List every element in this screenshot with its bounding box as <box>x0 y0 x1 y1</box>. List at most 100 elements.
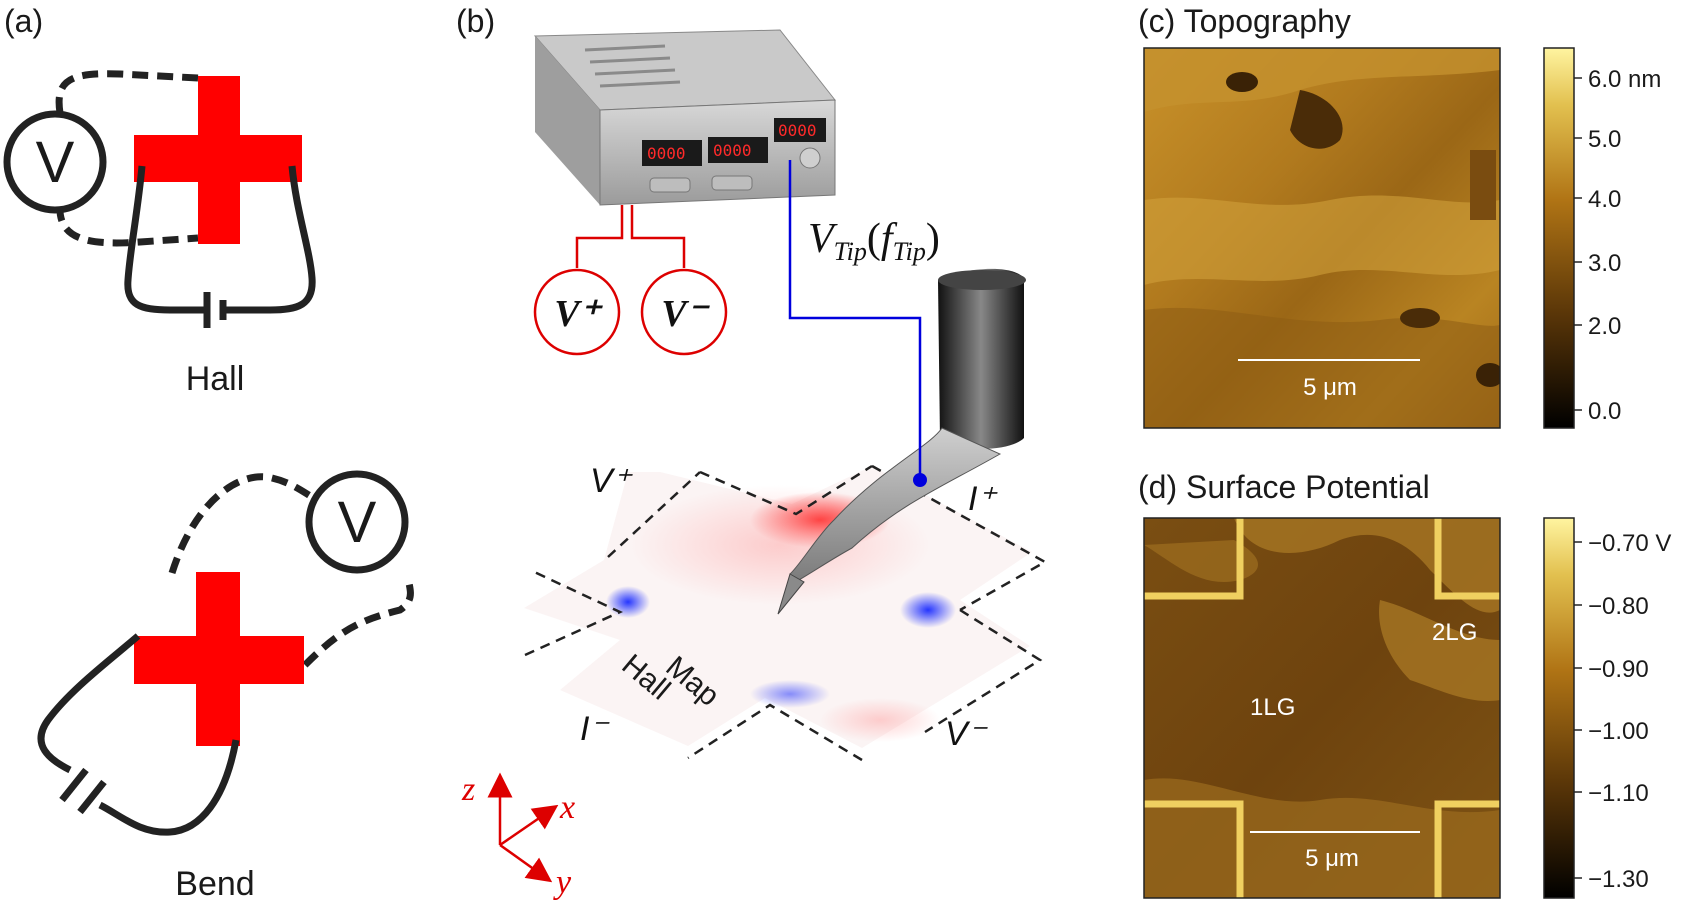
svg-text:VTip(fTip): VTip(fTip) <box>808 216 940 266</box>
topo-pit-2 <box>1290 90 1343 149</box>
tip-apex <box>777 573 805 615</box>
panel-d-label: (d) <box>1138 469 1177 505</box>
hall-diagram: V Hall <box>3 70 316 398</box>
hall-cross <box>134 76 302 244</box>
v-plus-terminal <box>533 268 621 356</box>
tip-frequency-subscript: Tip <box>893 237 926 266</box>
cold-spot-bottom <box>750 680 830 708</box>
topo-tick-3: 3.0 <box>1588 250 1621 277</box>
edge-top <box>699 464 873 516</box>
topo-terrace-2 <box>1144 195 1500 285</box>
bend-battery-plate-a <box>59 767 89 803</box>
topo-tick-4: 2.0 <box>1588 313 1621 340</box>
topo-tick-1: 5.0 <box>1588 126 1621 153</box>
panel-d: (d) Surface Potential 5 μm 1LG 2LG −0.7 <box>1138 469 1671 899</box>
edge-left <box>524 568 623 657</box>
bend-voltmeter-symbol: V <box>338 490 377 555</box>
pot-tick-0: −0.70 V <box>1588 530 1671 557</box>
region-1lg-label: 1LG <box>1250 694 1295 721</box>
topo-terrace-3 <box>1144 307 1500 428</box>
panel-c-title: (c) Topography <box>1138 3 1351 39</box>
electrode-bottom-right <box>1434 800 1500 898</box>
pot-tick-2: −0.90 <box>1588 656 1649 683</box>
potential-2lg-region-bottom <box>1144 778 1500 898</box>
instrument-vent-1 <box>584 44 666 52</box>
instrument-display-3-text: 0000 <box>778 121 817 140</box>
hall-voltmeter-symbol: V <box>36 130 75 195</box>
instrument-display-3 <box>774 118 826 142</box>
tip-voltage-subscript: Tip <box>834 237 867 266</box>
bend-dashed-lead-top <box>168 473 321 575</box>
hall-wire-left <box>124 165 205 314</box>
panel-c-label: (c) <box>1138 3 1175 39</box>
tip-voltage-symbol: V <box>808 216 838 262</box>
v-minus-terminal <box>640 268 728 356</box>
topography-scale-label: 5 μm <box>1303 374 1357 401</box>
hall-voltmeter <box>3 110 107 214</box>
topo-feature <box>1470 150 1496 220</box>
pink-wash-2 <box>820 698 940 742</box>
topo-pit-4 <box>1476 363 1500 387</box>
panel-c-title-text: Topography <box>1184 3 1351 39</box>
potential-2lg-region-right <box>1379 600 1500 701</box>
edge-right-bottom <box>924 608 1043 734</box>
bend-caption: Bend <box>175 865 254 903</box>
device-terminal-i-plus: I⁺ <box>968 480 998 518</box>
panel-a-label: (a) <box>4 3 43 39</box>
hall-caption: Hall <box>186 360 245 398</box>
lock-in-instrument: 0000 0000 0000 <box>533 29 836 206</box>
electrode-top-left <box>1144 518 1244 600</box>
bend-dashed-lead-right <box>302 577 414 668</box>
instrument-button-1 <box>649 177 691 193</box>
bend-diagram: V Bend <box>37 470 414 903</box>
v-plus-terminal-label: V⁺ <box>554 293 603 335</box>
v-plus-lead <box>575 205 624 268</box>
bend-wire-left <box>37 633 141 774</box>
panel-c: (c) Topography 5 μm 6.0 nm 5.0 4.0 <box>1138 3 1661 429</box>
tip-voltage-label: VTip(fTip) <box>808 216 940 266</box>
coordinate-axes: z x y <box>461 771 575 901</box>
instrument-button-2 <box>711 175 753 191</box>
tip-lead <box>788 160 922 480</box>
topo-tick-5: 0.0 <box>1588 398 1621 425</box>
bend-wire-bottom <box>98 739 240 836</box>
cold-spot-right <box>900 592 956 628</box>
v-minus-terminal-label: V⁻ <box>661 293 710 335</box>
hall-dashed-lead-top <box>55 70 199 114</box>
instrument-vent-2 <box>589 56 671 64</box>
pot-tick-1: −0.80 <box>1588 593 1649 620</box>
electrode-bottom-left <box>1144 800 1244 898</box>
instrument-knob <box>799 147 821 169</box>
axis-y-arrow <box>499 843 553 883</box>
edge-bottom <box>687 703 863 762</box>
topography-image: 5 μm <box>1144 48 1500 428</box>
axis-x-arrow <box>499 804 559 847</box>
tip-holder-top <box>938 270 1026 290</box>
instrument-vent-3 <box>594 68 676 76</box>
edge-top-left <box>607 471 701 558</box>
tip-close-paren: ) <box>926 216 940 262</box>
surface-potential-image: 5 μm 1LG 2LG <box>1144 518 1500 898</box>
device-terminal-i-minus: I⁻ <box>580 710 610 748</box>
pot-tick-3: −1.00 <box>1588 718 1649 745</box>
panel-b: (b) 0000 0000 0000 V⁺ V⁻ <box>456 3 1048 901</box>
region-2lg-label: 2LG <box>1432 619 1477 646</box>
topo-terrace-1 <box>1144 48 1500 112</box>
instrument-display-1-text: 0000 <box>647 144 686 163</box>
topo-pit-3 <box>1400 308 1440 328</box>
topo-tick-2: 4.0 <box>1588 186 1621 213</box>
potential-colorbar-ticks: −0.70 V −0.80 −0.90 −1.00 −1.10 −1.30 <box>1574 530 1671 893</box>
potential-2lg-region-top <box>1234 518 1500 613</box>
topography-colorbar-ticks: 6.0 nm 5.0 4.0 3.0 2.0 0.0 <box>1574 66 1661 425</box>
device-terminal-v-plus: V⁺ <box>590 462 634 500</box>
instrument-display-1 <box>642 140 702 166</box>
bend-cross <box>134 572 304 746</box>
instrument-vent-4 <box>599 80 681 88</box>
topo-tick-0: 6.0 nm <box>1588 66 1661 93</box>
instrument-display-2-text: 0000 <box>713 141 752 160</box>
topo-pit-1 <box>1226 72 1258 92</box>
tip-open-paren: ( <box>867 216 881 262</box>
axis-z-label: z <box>461 771 475 808</box>
pot-tick-4: −1.10 <box>1588 780 1649 807</box>
